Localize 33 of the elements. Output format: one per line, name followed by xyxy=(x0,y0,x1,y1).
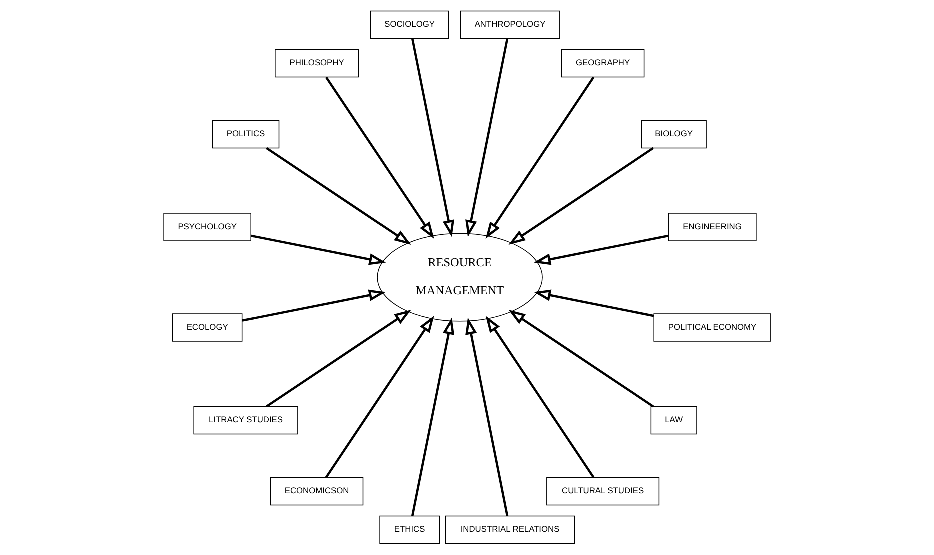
arrow xyxy=(508,147,654,245)
arrow xyxy=(465,38,508,238)
node-box: ETHICS xyxy=(379,516,440,544)
node-box: ANTHROPOLOGY xyxy=(460,10,560,40)
node-box: SOCIOLOGY xyxy=(370,10,449,40)
arrow xyxy=(324,316,434,478)
arrow xyxy=(324,76,434,239)
arrow xyxy=(534,234,668,266)
node-box: ECONOMICSON xyxy=(270,477,364,506)
arrow xyxy=(410,318,454,516)
node-box: ECOLOGY xyxy=(172,314,242,342)
node-box: POLITICAL ECONOMY xyxy=(653,314,771,342)
arrow xyxy=(465,318,508,516)
node-box: CULTURAL STUDIES xyxy=(546,477,660,506)
arrow xyxy=(242,290,386,322)
arrow xyxy=(410,38,454,238)
arrow xyxy=(485,76,594,239)
node-box: GEOGRAPHY xyxy=(560,49,644,78)
arrow xyxy=(508,310,654,408)
node-box: PSYCHOLOGY xyxy=(163,213,251,242)
node-box: INDUSTRIAL RELATIONS xyxy=(444,516,575,544)
node-box: POLITICS xyxy=(212,120,280,149)
arrow xyxy=(266,147,411,245)
arrow xyxy=(266,310,411,408)
node-box: PHILOSOPHY xyxy=(274,49,359,78)
node-box: BIOLOGY xyxy=(640,120,706,149)
node-box: LITRACY STUDIES xyxy=(193,406,298,435)
node-box: ENGINEERING xyxy=(668,213,756,242)
arrow xyxy=(485,316,594,478)
node-ellipse: RESOURCE MANAGEMENT xyxy=(376,233,542,322)
node-box: LAW xyxy=(650,406,697,435)
arrow xyxy=(250,234,386,266)
arrow xyxy=(534,290,654,318)
